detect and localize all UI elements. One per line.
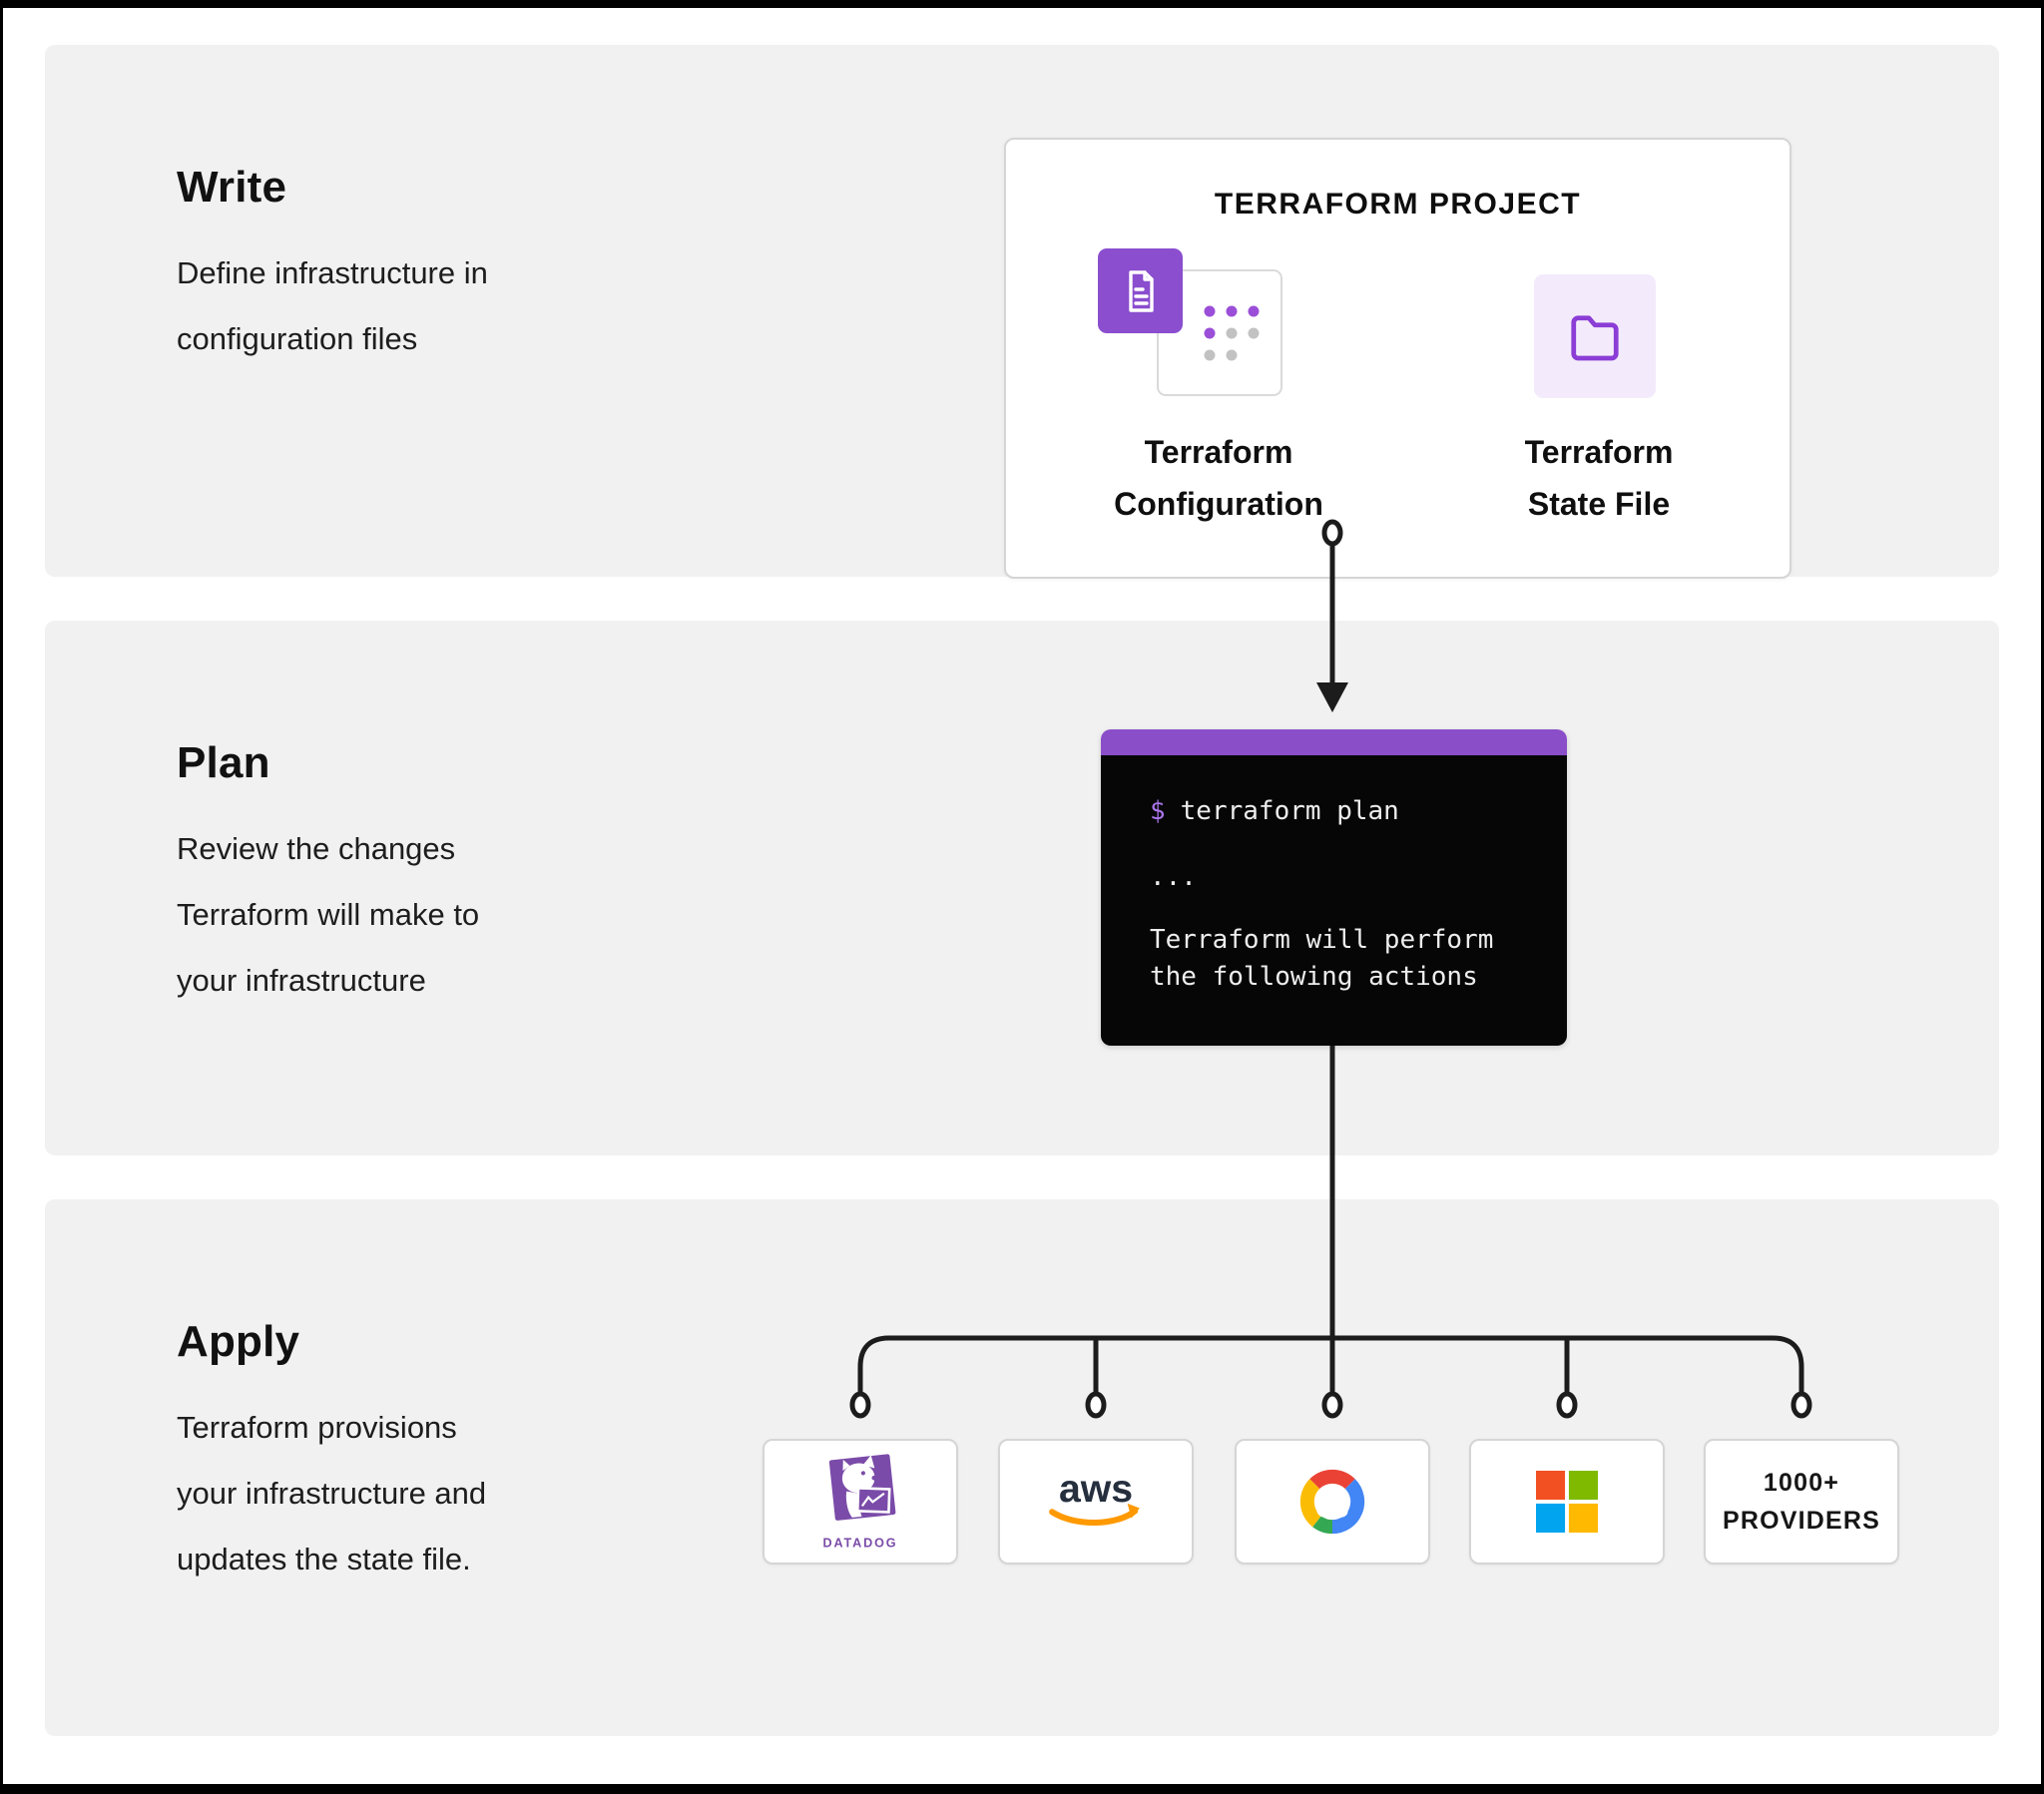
provider-card-aws: aws <box>998 1439 1194 1565</box>
terminal-body: $ terraform plan ... Terraform will perfo… <box>1101 755 1567 1046</box>
terminal-output-line: Terraform will perform <box>1150 922 1547 959</box>
terraform-config-document-icon <box>1098 248 1183 333</box>
plan-description: Review the changes Terraform will make t… <box>177 816 479 1014</box>
terraform-configuration-label: Terraform Configuration <box>1029 426 1408 530</box>
plan-description-line: Terraform will make to <box>177 882 479 948</box>
label-line: State File <box>1409 478 1788 530</box>
apply-description-line: Terraform provisions <box>177 1395 486 1461</box>
providers-label-line: PROVIDERS <box>1723 1502 1880 1540</box>
write-description-line: configuration files <box>177 306 488 372</box>
terminal-output-line: the following actions <box>1150 959 1547 996</box>
label-line: Terraform <box>1409 426 1788 478</box>
label-line: Terraform <box>1029 426 1408 478</box>
providers-label-line: 1000+ <box>1723 1464 1880 1502</box>
terminal-command-line: $ terraform plan <box>1150 796 1547 826</box>
write-section: Write Define infrastructure in configura… <box>45 45 1999 577</box>
provider-card-more-providers: 1000+ PROVIDERS <box>1704 1439 1899 1565</box>
more-providers-label: 1000+ PROVIDERS <box>1723 1464 1880 1540</box>
terraform-project-card: TERRAFORM PROJECT <box>1004 138 1791 579</box>
plan-heading: Plan <box>177 738 270 788</box>
aws-logo: aws <box>1040 1471 1152 1533</box>
provider-card-google-cloud <box>1235 1439 1430 1565</box>
terminal-output: Terraform will perform the following act… <box>1150 922 1547 996</box>
dots-grid-icon <box>1199 301 1265 365</box>
terminal-command: terraform plan <box>1181 796 1399 826</box>
write-heading: Write <box>177 163 286 213</box>
apply-description-line: updates the state file. <box>177 1527 486 1592</box>
apply-description: Terraform provisions your infrastructure… <box>177 1395 486 1592</box>
frame-border-top <box>0 0 2044 8</box>
datadog-wordmark: DATADOG <box>823 1536 898 1550</box>
provider-card-microsoft <box>1469 1439 1665 1565</box>
write-description: Define infrastructure in configuration f… <box>177 240 488 372</box>
apply-heading: Apply <box>177 1317 299 1367</box>
frame-border-left <box>0 0 3 1794</box>
project-card-title: TERRAFORM PROJECT <box>1006 188 1789 222</box>
label-line: Configuration <box>1029 478 1408 530</box>
terminal-title-bar <box>1101 729 1567 755</box>
plan-section: Plan Review the changes Terraform will m… <box>45 621 1999 1155</box>
apply-description-line: your infrastructure and <box>177 1461 486 1527</box>
terminal-window: $ terraform plan ... Terraform will perfo… <box>1101 729 1567 1046</box>
document-icon <box>1117 267 1165 315</box>
frame-border-bottom <box>0 1784 2044 1794</box>
write-description-line: Define infrastructure in <box>177 240 488 306</box>
datadog-logo: DATADOG <box>818 1450 902 1554</box>
svg-text:aws: aws <box>1059 1471 1133 1511</box>
folder-icon <box>1565 306 1625 366</box>
terminal-prompt: $ <box>1150 796 1166 826</box>
terraform-state-file-label: Terraform State File <box>1409 426 1788 530</box>
plan-description-line: your infrastructure <box>177 948 479 1014</box>
google-cloud-logo <box>1285 1461 1379 1543</box>
terminal-ellipsis: ... <box>1150 862 1547 892</box>
provider-card-datadog: DATADOG <box>763 1439 958 1565</box>
plan-description-line: Review the changes <box>177 816 479 882</box>
microsoft-logo <box>1536 1471 1598 1533</box>
state-file-folder-icon <box>1534 274 1656 398</box>
